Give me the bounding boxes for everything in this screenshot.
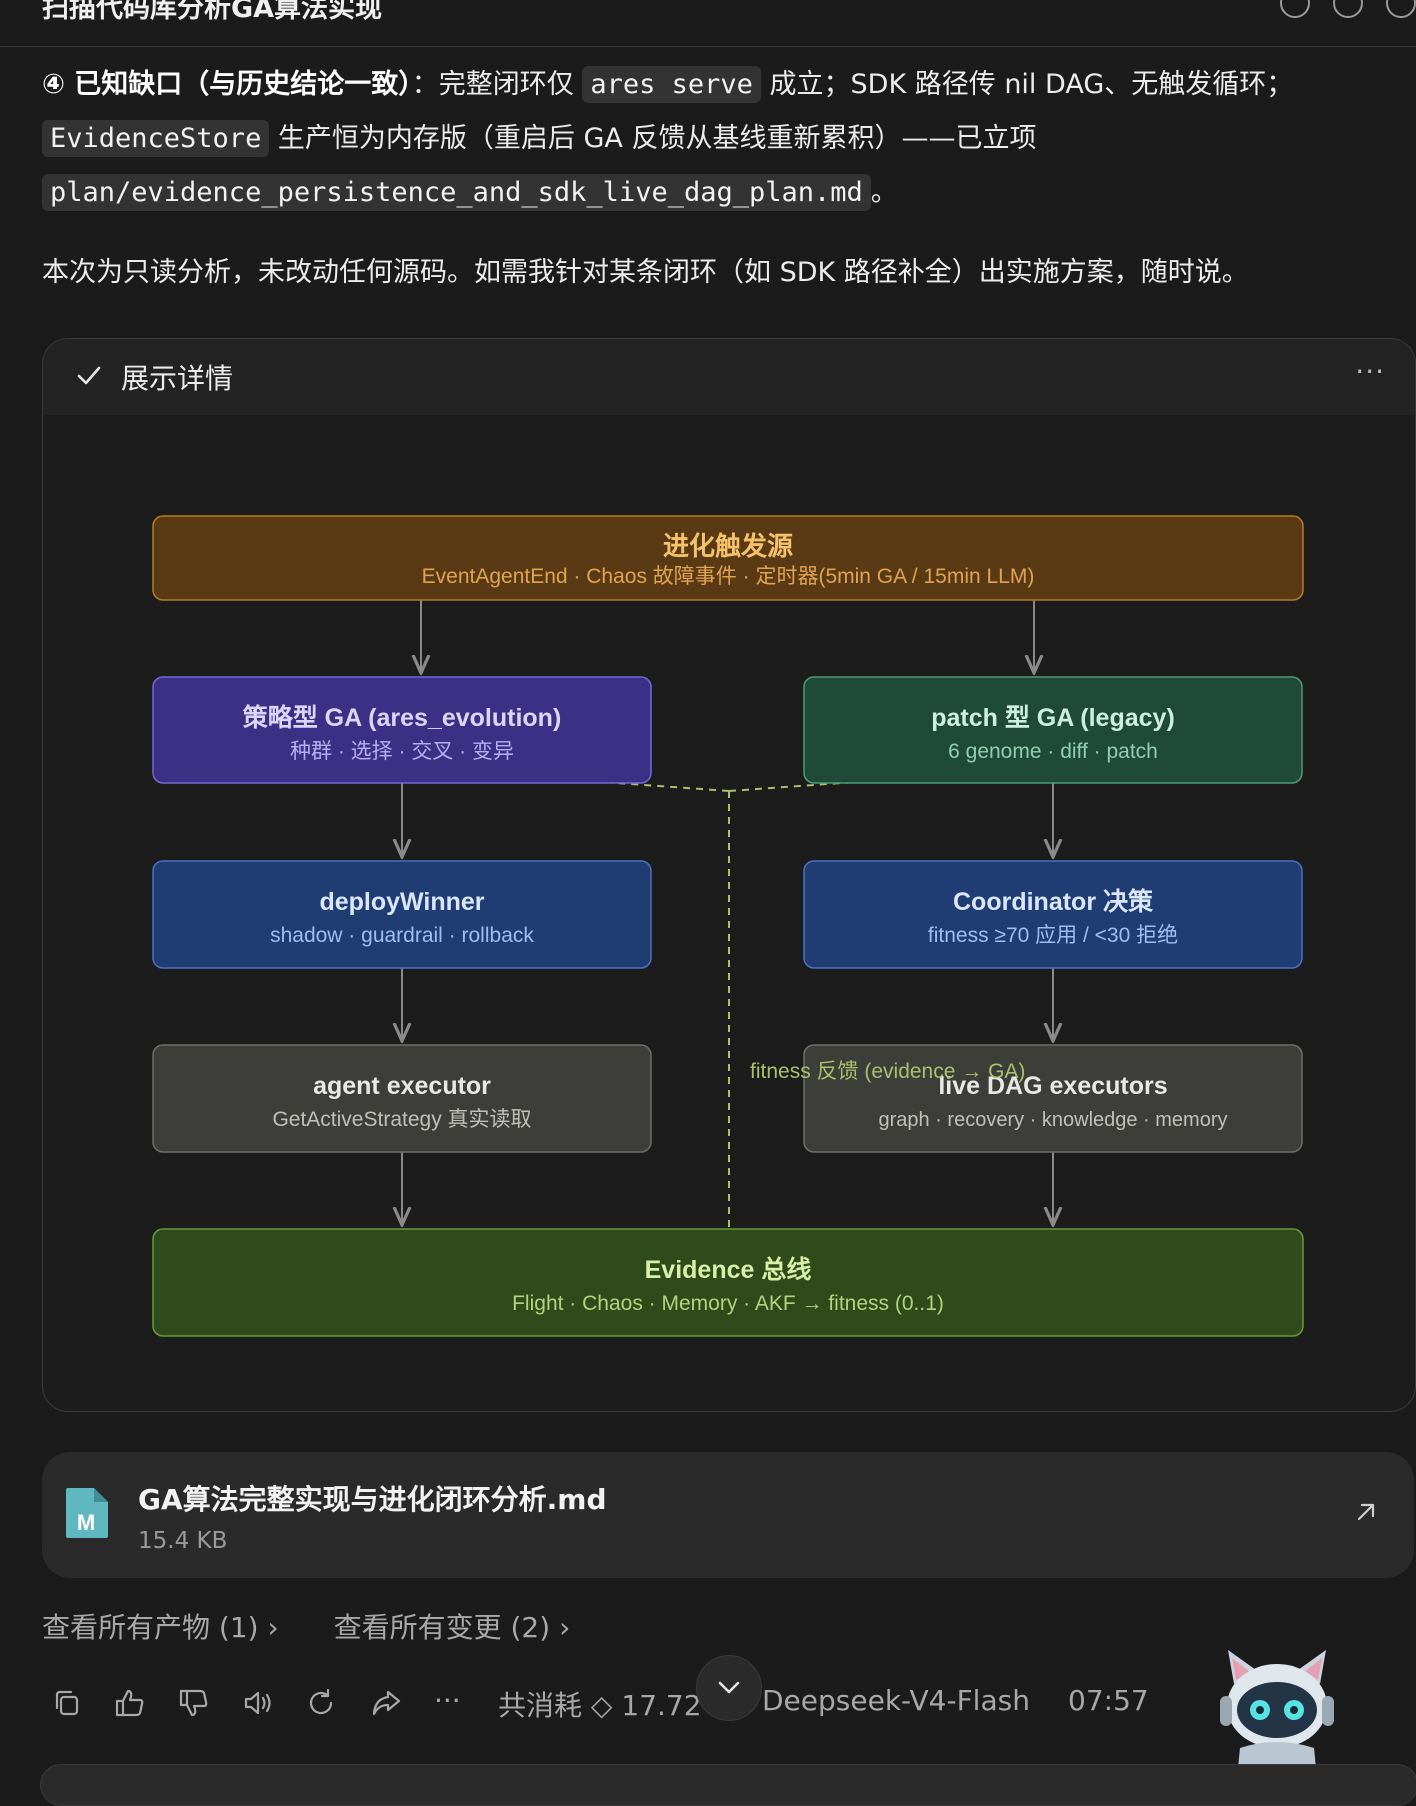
- text: 。: [870, 177, 898, 208]
- feedback-label: fitness 反馈 (evidence → GA): [750, 1060, 1025, 1083]
- scroll-to-bottom-button[interactable]: [696, 1655, 762, 1721]
- gap-heading: ④ 已知缺口（与历史结论一致）: [42, 69, 412, 100]
- chevron-right-icon: ›: [267, 1611, 279, 1644]
- markdown-file-icon: M: [66, 1488, 108, 1538]
- strategy-ga-title: 策略型 GA (ares_evolution): [243, 703, 562, 732]
- coordinator-sub: fitness ≥70 应用 / <30 拒绝: [928, 924, 1178, 947]
- executor-title: agent executor: [313, 1072, 491, 1100]
- more-icon[interactable]: ···: [1355, 355, 1385, 388]
- patch-ga-title: patch 型 GA (legacy): [931, 704, 1175, 732]
- view-artifacts-link[interactable]: 查看所有产物 (1) ›: [42, 1611, 279, 1644]
- thumbs-down-icon[interactable]: [178, 1688, 210, 1718]
- cost-info: 共消耗 ◇ 17.72: [498, 1684, 702, 1724]
- model-name: Deepseek-V4-Flash: [762, 1684, 1030, 1717]
- deploy-sub: shadow · guardrail · rollback: [270, 924, 534, 947]
- copy-icon[interactable]: [52, 1688, 82, 1718]
- code-ares-serve: ares serve: [582, 66, 761, 103]
- summary-paragraph: 本次为只读分析，未改动任何源码。如需我针对某条闭环（如 SDK 路径补全）出实施…: [42, 257, 1249, 288]
- node-agent-executor: agent executor GetActiveStrategy 真实读取: [152, 1044, 652, 1153]
- strategy-ga-sub: 种群 · 选择 · 交叉 · 变异: [290, 740, 514, 763]
- speaker-icon[interactable]: [242, 1688, 274, 1718]
- details-header[interactable]: 展示详情 ···: [43, 339, 1415, 415]
- artifact-links: 查看所有产物 (1) › 查看所有变更 (2) ›: [42, 1606, 616, 1646]
- trigger-title: 进化触发源: [663, 531, 793, 561]
- live-dag-sub: graph · recovery · knowledge · memory: [878, 1109, 1227, 1131]
- view-changes-label: 查看所有变更 (2): [333, 1611, 551, 1644]
- code-evidence-store: EvidenceStore: [42, 120, 270, 157]
- details-label: 展示详情: [121, 362, 234, 395]
- thumbs-up-icon[interactable]: [114, 1688, 146, 1718]
- details-card: 展示详情 ···: [42, 338, 1416, 1412]
- top-bar-actions: [1262, 0, 1416, 22]
- more-actions-icon[interactable]: ···: [434, 1684, 461, 1717]
- menu-icon[interactable]: [1386, 0, 1416, 18]
- top-bar: 扫描代码库分析GA算法实现: [0, 0, 1416, 47]
- file-size: 15.4 KB: [138, 1528, 228, 1554]
- svg-text:M: M: [77, 1510, 95, 1535]
- text: ：完整闭环仅: [411, 69, 574, 100]
- patch-ga-sub: 6 genome · diff · patch: [948, 740, 1158, 763]
- page-title: 扫描代码库分析GA算法实现: [42, 0, 383, 24]
- node-evidence: Evidence 总线 Flight · Chaos · Memory · AK…: [152, 1228, 1304, 1337]
- text: 成立；SDK 路径传 nil DAG、无触发循环；: [769, 69, 1294, 100]
- share-icon[interactable]: [370, 1688, 402, 1718]
- regenerate-icon[interactable]: [306, 1688, 336, 1718]
- cost-value: 17.72: [621, 1689, 702, 1722]
- node-patch-ga: patch 型 GA (legacy) 6 genome · diff · pa…: [803, 676, 1303, 784]
- node-strategy-ga: 策略型 GA (ares_evolution) 种群 · 选择 · 交叉 · 变…: [152, 676, 652, 784]
- code-plan-path: plan/evidence_persistence_and_sdk_live_d…: [42, 174, 871, 211]
- file-name: GA算法完整实现与进化闭环分析.md: [138, 1483, 607, 1516]
- response-time: 07:57: [1068, 1684, 1149, 1717]
- chevron-down-icon: [718, 1681, 740, 1694]
- robot-mascot: [1220, 1650, 1334, 1768]
- node-live-dag: live DAG executors graph · recovery · kn…: [803, 1044, 1303, 1153]
- coordinator-title: Coordinator 决策: [953, 887, 1154, 916]
- live-dag-title: live DAG executors: [938, 1072, 1167, 1100]
- text: 生产恒为内存版（重启后 GA 反馈从基线重新累积）——已立项: [277, 123, 1037, 154]
- evolution-diagram: 进化触发源 EventAgentEnd · Chaos 故障事件 · 定时器(5…: [152, 515, 1304, 1337]
- view-artifacts-label: 查看所有产物 (1): [42, 1611, 259, 1644]
- check-icon: [77, 366, 101, 385]
- node-trigger: 进化触发源 EventAgentEnd · Chaos 故障事件 · 定时器(5…: [152, 515, 1304, 601]
- node-coordinator: Coordinator 决策 fitness ≥70 应用 / <30 拒绝: [803, 860, 1303, 969]
- chevron-right-icon: ›: [559, 1611, 571, 1644]
- deploy-title: deployWinner: [319, 888, 484, 916]
- view-changes-link[interactable]: 查看所有变更 (2) ›: [334, 1611, 571, 1644]
- cost-label: 共消耗: [498, 1689, 583, 1722]
- trigger-sub: EventAgentEnd · Chaos 故障事件 · 定时器(5min GA…: [422, 565, 1035, 588]
- file-attachment[interactable]: M GA算法完整实现与进化闭环分析.md 15.4 KB: [42, 1452, 1414, 1578]
- node-deploy-winner: deployWinner shadow · guardrail · rollba…: [152, 860, 652, 969]
- search-icon[interactable]: [1279, 0, 1310, 18]
- evidence-sub: Flight · Chaos · Memory · AKF → fitness …: [512, 1292, 944, 1315]
- credit-icon: ◇: [590, 1689, 613, 1722]
- message-input-box[interactable]: [40, 1764, 1416, 1806]
- gap-paragraph: ④ 已知缺口（与历史结论一致）：完整闭环仅 ares serve 成立；SDK …: [42, 58, 1293, 220]
- message-actions: ··· 共消耗 ◇ 17.72 Deepseek-V4-Flash 07:57: [0, 1650, 1416, 1768]
- executor-sub: GetActiveStrategy 真实读取: [272, 1108, 531, 1131]
- feedback-connector: [420, 769, 1038, 1227]
- pin-icon[interactable]: [1332, 0, 1363, 18]
- evidence-title: Evidence 总线: [645, 1255, 812, 1284]
- open-external-icon[interactable]: [1354, 1500, 1378, 1524]
